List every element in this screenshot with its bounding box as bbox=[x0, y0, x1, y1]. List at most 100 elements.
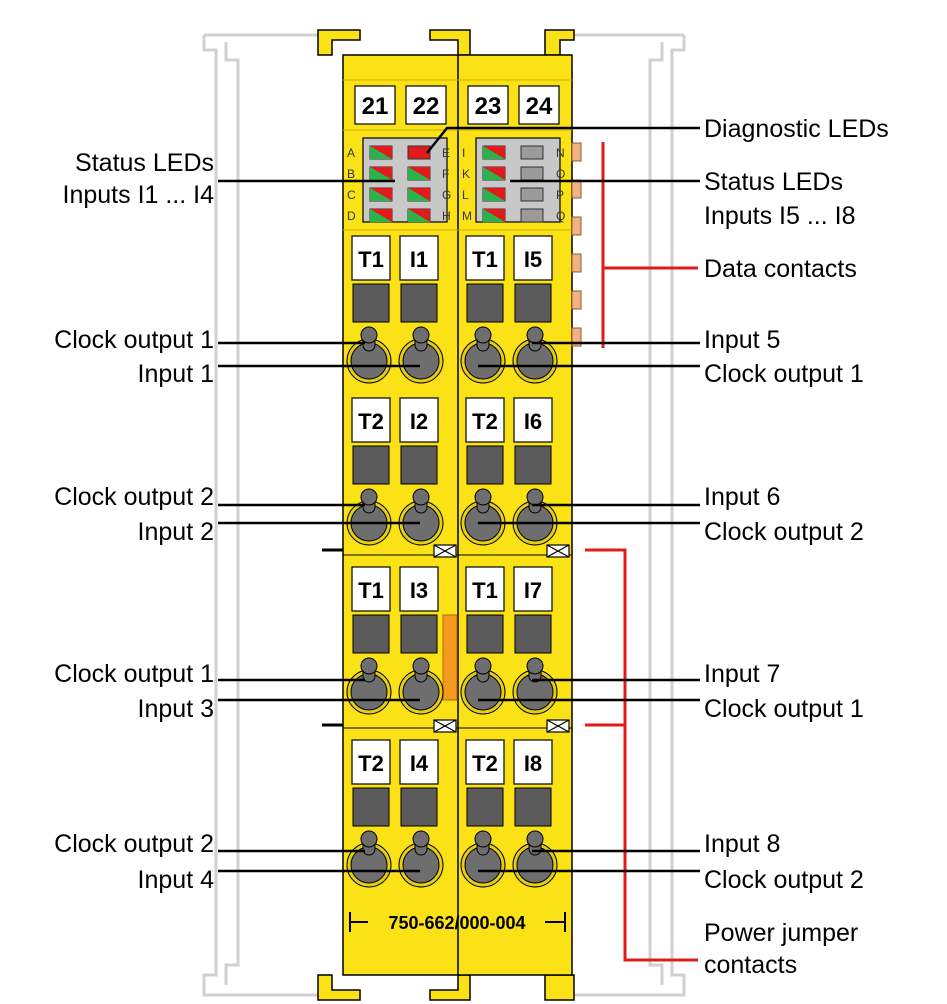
status-led-icon bbox=[482, 187, 506, 202]
release-button[interactable] bbox=[466, 283, 504, 323]
status-led-icon bbox=[520, 145, 544, 160]
wire-clamp-icon[interactable] bbox=[346, 830, 392, 888]
led-letter: O bbox=[556, 167, 565, 181]
leader-lines bbox=[218, 126, 700, 873]
terminal-slot: T1 bbox=[346, 235, 392, 384]
terminal-slot: T2 bbox=[346, 739, 392, 888]
terminal-slot-label: I3 bbox=[410, 578, 428, 603]
terminal-slot-label: I2 bbox=[410, 409, 428, 434]
terminal-number: 22 bbox=[413, 93, 440, 120]
led-letter: F bbox=[442, 167, 449, 181]
terminal-slot: I4 bbox=[398, 739, 444, 888]
release-button[interactable] bbox=[514, 614, 552, 654]
callout-input: Input 4 bbox=[138, 866, 215, 894]
terminal-slot: I1 bbox=[398, 235, 444, 384]
terminal-number: 21 bbox=[362, 93, 389, 120]
led-letters: A B C D E F G H I K L M N O P Q bbox=[347, 146, 565, 223]
power-jumper-slot bbox=[442, 614, 458, 701]
wire-clamp-icon[interactable] bbox=[460, 326, 506, 384]
release-button[interactable] bbox=[400, 445, 438, 485]
release-button[interactable] bbox=[352, 283, 390, 323]
led-letter: K bbox=[462, 167, 470, 181]
led-letter: A bbox=[347, 146, 355, 160]
callout-status-leds-right-inputs: Inputs I5 ... I8 bbox=[704, 202, 855, 230]
terminal-slot-label: I7 bbox=[524, 578, 542, 603]
part-number: 750-662/000-004 bbox=[388, 913, 525, 933]
status-led-icon bbox=[520, 208, 544, 223]
led-letter: B bbox=[347, 167, 355, 181]
status-led-icon bbox=[407, 145, 431, 160]
release-button[interactable] bbox=[514, 787, 552, 827]
release-button[interactable] bbox=[400, 283, 438, 323]
callout-input: Input 2 bbox=[138, 518, 214, 546]
led-letter: E bbox=[442, 146, 450, 160]
callout-input: Input 8 bbox=[704, 830, 780, 858]
wire-clamp-icon[interactable] bbox=[346, 326, 392, 384]
callout-diagnostic-leds: Diagnostic LEDs bbox=[704, 115, 889, 143]
status-led-icon bbox=[407, 187, 431, 202]
terminal-slot-label: I8 bbox=[524, 751, 542, 776]
terminal-number: 24 bbox=[526, 93, 553, 120]
status-led-icon bbox=[407, 208, 431, 223]
terminal-slot: T1 bbox=[460, 235, 506, 384]
callout-data-contacts: Data contacts bbox=[704, 255, 857, 283]
callout-power-jumper-contacts: contacts bbox=[704, 951, 797, 979]
wire-clamp-icon[interactable] bbox=[398, 657, 444, 715]
terminal-slot: I7 bbox=[512, 566, 558, 715]
terminal-slot-label: I5 bbox=[524, 247, 542, 272]
status-led-icon bbox=[369, 145, 393, 160]
release-button[interactable] bbox=[466, 614, 504, 654]
release-button[interactable] bbox=[400, 614, 438, 654]
release-button[interactable] bbox=[514, 283, 552, 323]
wire-clamp-icon[interactable] bbox=[398, 326, 444, 384]
release-button[interactable] bbox=[352, 445, 390, 485]
wire-clamp-icon[interactable] bbox=[512, 830, 558, 888]
jumper-markers bbox=[322, 544, 570, 733]
status-led-icon bbox=[482, 208, 506, 223]
release-button[interactable] bbox=[466, 445, 504, 485]
callout-status-leds-left-inputs: Inputs I1 ... I4 bbox=[63, 181, 215, 209]
release-button[interactable] bbox=[466, 787, 504, 827]
callout-input: Input 6 bbox=[704, 483, 780, 511]
release-button[interactable] bbox=[352, 787, 390, 827]
data-contacts bbox=[571, 142, 582, 347]
callout-status-leds-left: Status LEDs bbox=[75, 149, 214, 177]
led-letter: Q bbox=[556, 209, 565, 223]
status-led-icon bbox=[482, 145, 506, 160]
wire-clamp-icon[interactable] bbox=[398, 830, 444, 888]
wire-clamp-icon[interactable] bbox=[460, 830, 506, 888]
led-letter: M bbox=[462, 209, 472, 223]
status-led-icon bbox=[482, 166, 506, 181]
release-button[interactable] bbox=[400, 787, 438, 827]
terminal-slot-label: T2 bbox=[358, 409, 384, 434]
status-led-icon bbox=[369, 166, 393, 181]
part-number-row: 750-662/000-004 bbox=[349, 912, 566, 933]
terminal-slot-label: T1 bbox=[472, 578, 498, 603]
terminal-slot: I3 bbox=[398, 566, 444, 715]
right-callouts: Diagnostic LEDs Status LEDs Inputs I5 ..… bbox=[704, 115, 889, 979]
led-letter: D bbox=[347, 209, 356, 223]
terminal-slot-label: T2 bbox=[472, 409, 498, 434]
release-button[interactable] bbox=[514, 445, 552, 485]
callout-clock-output: Clock output 1 bbox=[54, 326, 214, 354]
led-letter: G bbox=[442, 188, 451, 202]
led-letter: L bbox=[462, 188, 469, 202]
status-led-icon bbox=[369, 208, 393, 223]
callout-input: Input 5 bbox=[704, 326, 780, 354]
callout-input: Input 3 bbox=[138, 695, 214, 723]
status-led-icon bbox=[369, 187, 393, 202]
terminal-slot: T2 bbox=[460, 739, 506, 888]
wire-clamp-icon[interactable] bbox=[512, 326, 558, 384]
callout-clock-output: Clock output 2 bbox=[704, 866, 864, 894]
terminal-slot: I5 bbox=[512, 235, 558, 384]
neighbor-module-outlines bbox=[202, 33, 686, 997]
callout-clock-output: Clock output 2 bbox=[54, 483, 214, 511]
callout-clock-output: Clock output 1 bbox=[54, 660, 214, 688]
callout-clock-output: Clock output 1 bbox=[704, 695, 864, 723]
release-button[interactable] bbox=[352, 614, 390, 654]
led-letter: N bbox=[556, 146, 565, 160]
red-brackets bbox=[585, 142, 698, 962]
left-callouts: Status LEDs Inputs I1 ... I4 Clock outpu… bbox=[54, 149, 214, 894]
terminal-slot-label: T2 bbox=[358, 751, 384, 776]
